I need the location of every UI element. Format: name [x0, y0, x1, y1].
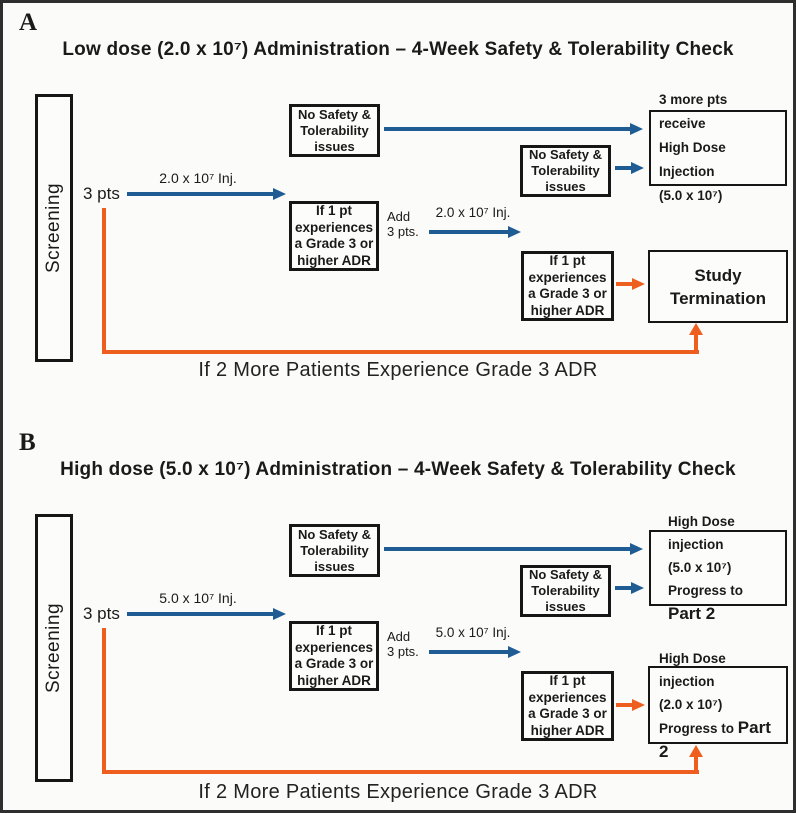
arrow-shaft — [429, 650, 510, 654]
outcome-line-3-prefix: Progress to — [668, 583, 744, 598]
study-termination-box-a: Study Termination — [648, 250, 788, 323]
footer-caption-b: If 2 More Patients Experience Grade 3 AD… — [198, 781, 598, 803]
outcome-line-2: (5.0 x 10⁷) — [668, 560, 732, 575]
arrow-shaft — [127, 612, 275, 616]
arrowhead-right-icon — [631, 582, 644, 594]
arrowhead-right-icon — [632, 699, 645, 711]
outcome-alt-box-b: High Dose injection (2.0 x 10⁷) Progress… — [648, 651, 788, 761]
panel-a-title: Low dose (2.0 x 10⁷) Administration – 4-… — [62, 39, 734, 60]
panel-b-title: High dose (5.0 x 10⁷) Administration – 4… — [60, 459, 736, 480]
outcome-line-3-prefix: Progress to — [659, 720, 738, 736]
adr-box-1-a: If 1 pt experiences a Grade 3 or higher … — [289, 201, 379, 271]
adr-box-2-b: If 1 pt experiences a Grade 3 or higher … — [521, 671, 614, 741]
no-safety-box-2-a: No Safety & Tolerability issues — [520, 145, 611, 197]
part-2-label: Part 2 — [668, 604, 716, 623]
footer-caption-a: If 2 More Patients Experience Grade 3 AD… — [198, 359, 598, 381]
arrow-shaft — [616, 703, 634, 707]
arrow-shaft — [616, 282, 634, 286]
path-up-segment — [694, 756, 698, 770]
panel-a-label: A — [19, 9, 38, 36]
outcome-line-1: High Dose injection — [668, 514, 735, 552]
arrowhead-right-icon — [273, 608, 286, 620]
outcome-continue-lines: High Dose injection (5.0 x 10⁷) Progress… — [659, 510, 777, 626]
arrow-shaft — [615, 166, 632, 170]
path-vertical-segment — [102, 208, 106, 354]
arrowhead-right-icon — [632, 278, 645, 290]
no-safety-box-2-b: No Safety & Tolerability issues — [520, 565, 611, 617]
outcome-alt-lines: High Dose injection (2.0 x 10⁷) Progress… — [650, 647, 786, 764]
path-vertical-segment — [102, 628, 106, 774]
arrow-shaft — [384, 547, 631, 551]
adr-box-1-b: If 1 pt experiences a Grade 3 or higher … — [289, 621, 379, 691]
arrowhead-right-icon — [630, 123, 643, 135]
arrowhead-right-icon — [631, 162, 644, 174]
arrowhead-up-icon — [689, 745, 703, 757]
arrowhead-right-icon — [630, 543, 643, 555]
no-safety-box-1-b: No Safety & Tolerability issues — [289, 524, 380, 577]
screening-box-a: Screening — [35, 94, 73, 362]
adr-box-2-a: If 1 pt experiences a Grade 3 or higher … — [521, 251, 614, 321]
screening-label-a: Screening — [43, 182, 64, 274]
outcome-continue-box-b: High Dose injection (5.0 x 10⁷) Progress… — [649, 514, 787, 623]
screening-label-b: Screening — [43, 602, 64, 694]
outcome-line-3: Progress to Part 2 — [659, 716, 777, 764]
path-up-segment — [694, 334, 698, 350]
outcome-line-1: High Dose injection — [659, 650, 726, 689]
injection-label-2-b: 5.0 x 10⁷ Inj. — [435, 625, 511, 640]
arrow-shaft — [429, 230, 510, 234]
arrowhead-up-icon — [689, 323, 703, 335]
arrowhead-right-icon — [273, 188, 286, 200]
arrowhead-right-icon — [508, 226, 521, 238]
part-2-label: Part 2 — [659, 717, 771, 761]
add-pts-label-b: Add 3 pts. — [387, 629, 419, 659]
no-safety-box-1-a: No Safety & Tolerability issues — [289, 104, 380, 157]
panel-b: B High dose (5.0 x 10⁷) Administration –… — [3, 423, 793, 810]
panel-a: A Low dose (2.0 x 10⁷) Administration – … — [3, 3, 793, 423]
arrowhead-right-icon — [508, 646, 521, 658]
injection-label-2-a: 2.0 x 10⁷ Inj. — [435, 205, 511, 220]
pts-label-a: 3 pts — [83, 184, 120, 203]
arrow-shaft — [384, 127, 631, 131]
pts-label-b: 3 pts — [83, 604, 120, 623]
screening-box-b: Screening — [35, 514, 73, 782]
outcome-line-3: Progress to Part 2 — [668, 579, 768, 626]
outcome-line-2: (2.0 x 10⁷) — [659, 696, 723, 712]
path-horizontal-segment — [102, 350, 699, 354]
outcome-continue-box-a: 3 more pts receive High Dose Injection (… — [649, 92, 787, 203]
arrow-shaft — [615, 586, 632, 590]
path-horizontal-segment — [102, 770, 699, 774]
arrow-shaft — [127, 192, 275, 196]
injection-label-1-b: 5.0 x 10⁷ Inj. — [159, 590, 237, 606]
panel-b-label: B — [19, 429, 36, 456]
add-pts-label-a: Add 3 pts. — [387, 209, 419, 239]
injection-label-1-a: 2.0 x 10⁷ Inj. — [159, 170, 237, 186]
